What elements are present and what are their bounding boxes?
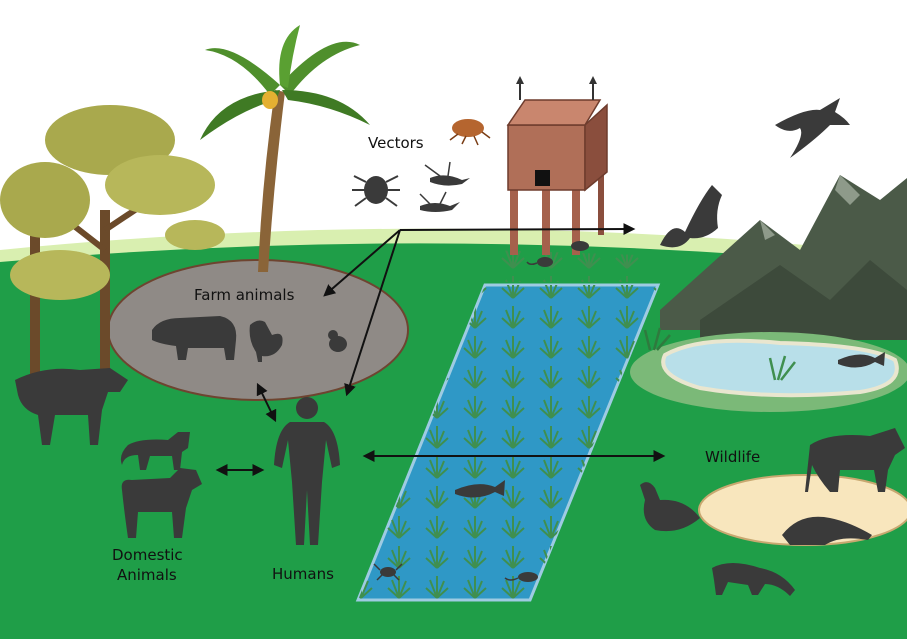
flea-icon	[450, 119, 490, 145]
bird-icon	[775, 98, 850, 158]
label-humans: Humans	[272, 565, 334, 583]
label-vectors: Vectors	[368, 134, 424, 152]
tick-icon	[352, 176, 400, 206]
pond-water	[663, 341, 897, 395]
bat-icon	[660, 185, 722, 247]
rat-icon	[571, 241, 589, 251]
mosquito-icon	[420, 192, 460, 212]
vectors-group	[352, 119, 490, 212]
label-wildlife: Wildlife	[705, 448, 760, 466]
label-domestic-line2: Animals	[117, 566, 177, 584]
mosquito-icon	[425, 162, 470, 186]
label-domestic-line1: Domestic	[112, 546, 183, 564]
label-farm-animals: Farm animals	[194, 286, 295, 304]
stilt-house-icon	[508, 76, 607, 255]
arrow-vectors-to-wildlife	[400, 229, 633, 230]
